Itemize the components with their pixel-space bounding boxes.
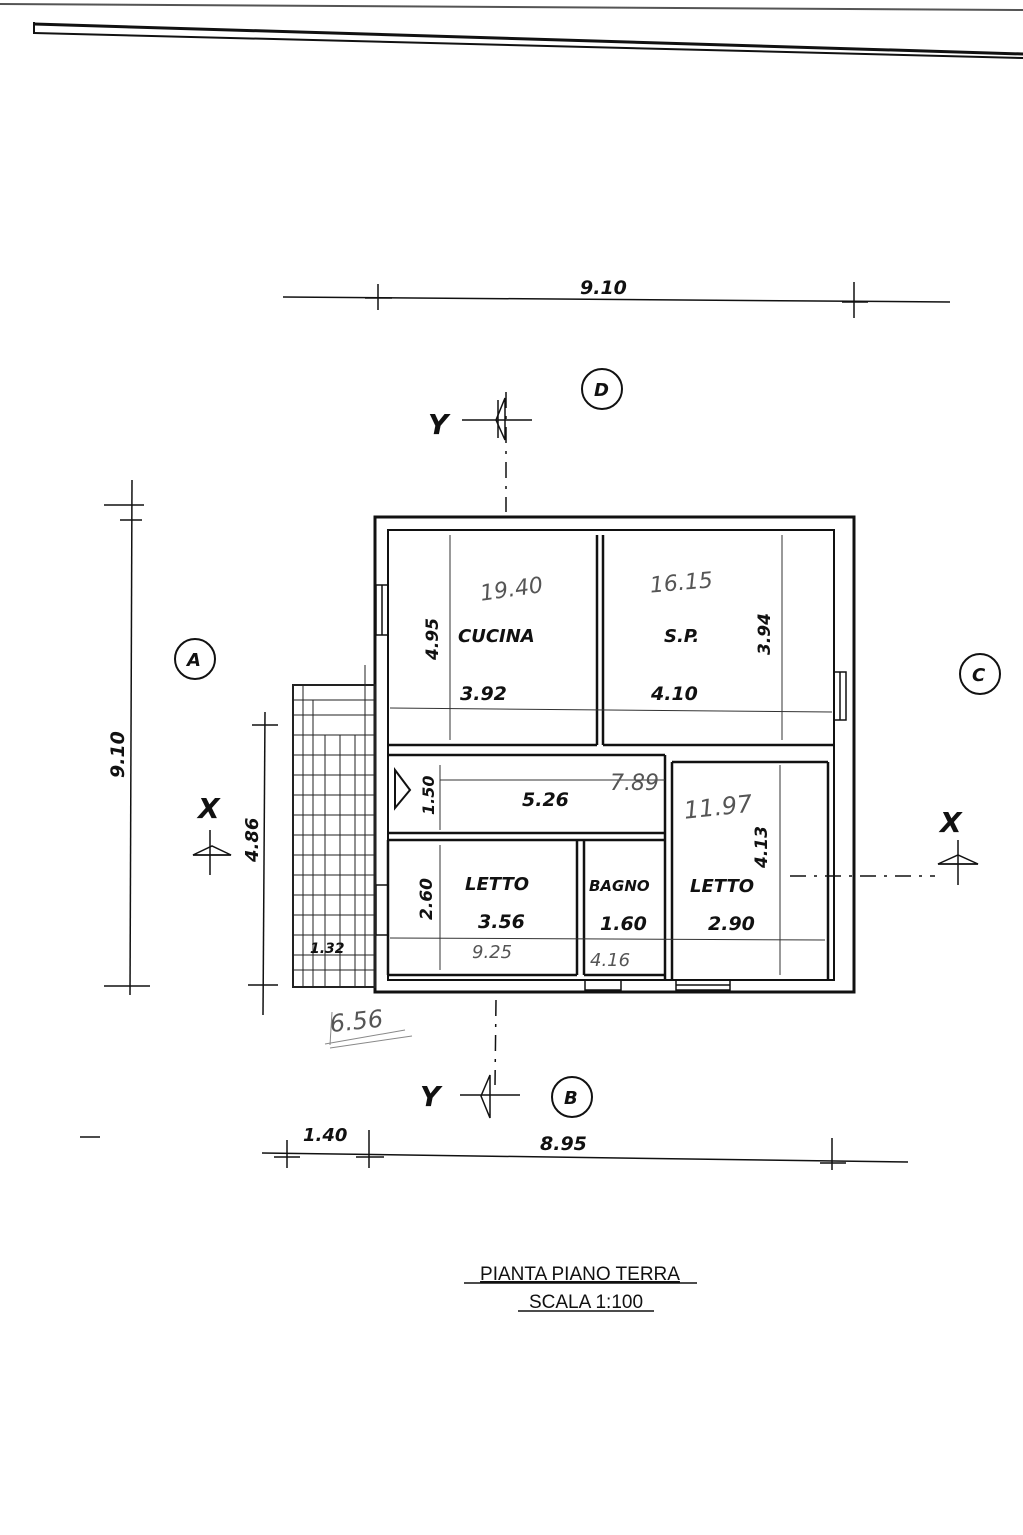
room-letto1-height: 2.60 xyxy=(417,878,437,920)
room-cucina-height: 4.95 xyxy=(423,618,443,661)
section-y-top-label: Y xyxy=(428,408,451,441)
sheet-border xyxy=(0,3,1023,59)
room-cucina-width: 3.92 xyxy=(460,683,507,705)
dimension-bottom xyxy=(80,1130,909,1170)
section-x-right-label: X xyxy=(938,806,963,839)
handwritten-letto2-area: 11.97 xyxy=(682,790,754,825)
windows xyxy=(375,584,847,991)
room-letto2-width: 2.90 xyxy=(708,913,755,935)
dimension-left xyxy=(104,479,150,996)
section-line-y xyxy=(460,392,532,1119)
svg-text:D: D xyxy=(594,380,609,401)
svg-text:C: C xyxy=(972,665,986,686)
dimension-left-label: 9.10 xyxy=(107,731,129,778)
handwritten-scribble xyxy=(324,1011,413,1049)
svg-text:A: A xyxy=(185,650,201,671)
section-x-left-label: X xyxy=(196,792,221,825)
elevation-marker-a: A xyxy=(174,638,216,680)
handwritten-corridor-area: 7.89 xyxy=(610,771,659,796)
corridor-height: 1.50 xyxy=(419,776,438,815)
handwritten-sp-area: 16.15 xyxy=(649,568,714,598)
elevation-marker-d: D xyxy=(581,368,623,410)
handwritten-bagno-area: 4.16 xyxy=(590,950,630,971)
room-letto2-height: 4.13 xyxy=(752,826,772,869)
room-sp-width: 4.10 xyxy=(650,683,698,705)
handwritten-extra: 6.56 xyxy=(328,1005,384,1038)
room-cucina-name: CUCINA xyxy=(458,626,535,647)
room-bagno-name: BAGNO xyxy=(589,877,650,895)
room-sp-height: 3.94 xyxy=(755,613,775,655)
dimension-bottom-side-label: 1.40 xyxy=(303,1125,347,1146)
room-sp-name: S.P. xyxy=(664,626,699,647)
dimension-top-label: 9.10 xyxy=(580,277,627,299)
dimension-bottom-main-label: 8.95 xyxy=(540,1133,587,1155)
svg-text:B: B xyxy=(564,1088,578,1109)
exterior-stair-grid xyxy=(292,665,376,988)
handwritten-cucina-area: 19.40 xyxy=(479,573,545,607)
entrance-arrow-icon xyxy=(394,767,412,811)
dimension-left-inner xyxy=(248,711,278,1016)
dimension-top xyxy=(282,282,951,318)
section-line-x xyxy=(192,830,979,885)
room-dimension-lines xyxy=(389,535,833,975)
corridor-width: 5.26 xyxy=(522,789,569,811)
dimension-left-inner-label: 4.86 xyxy=(242,818,263,863)
room-letto2-name: LETTO xyxy=(690,876,754,897)
room-bagno-width: 1.60 xyxy=(600,913,647,935)
room-letto1-width: 3.56 xyxy=(478,911,525,933)
section-y-bottom-label: Y xyxy=(420,1080,443,1113)
plan-title: PIANTA PIANO TERRA xyxy=(480,1264,680,1285)
plan-scale: SCALA 1:100 xyxy=(529,1292,643,1313)
room-letto1-name: LETTO xyxy=(465,874,529,895)
elevation-marker-c: C xyxy=(959,653,1001,695)
stair-dimension-label: 1.32 xyxy=(310,941,345,957)
handwritten-letto1-area: 9.25 xyxy=(472,942,512,963)
elevation-marker-b: B xyxy=(551,1076,593,1118)
